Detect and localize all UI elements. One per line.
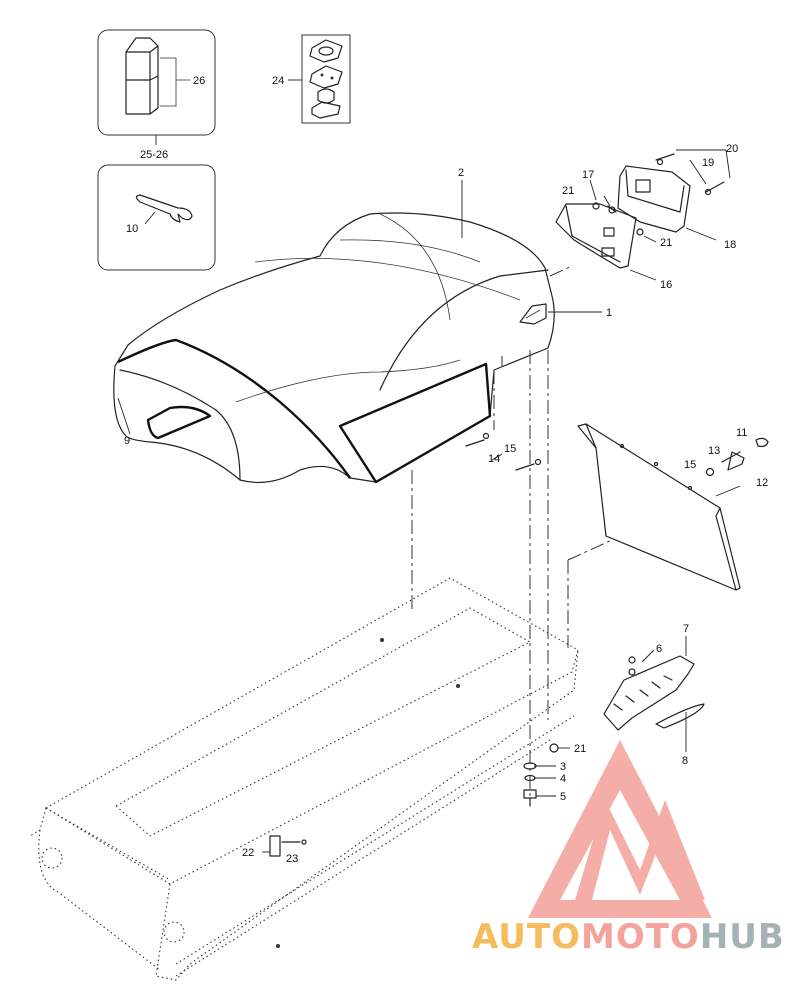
callout-2: 2 [458,167,464,179]
callout-5: 5 [560,791,566,803]
callout-17: 17 [582,169,594,181]
callout-9: 9 [124,435,130,447]
callout-12: 12 [756,477,768,489]
callout-10: 10 [126,223,138,235]
callout-24: 24 [272,75,284,87]
kit-box-26 [97,29,216,145]
callout-21c: 21 [574,743,586,755]
mud-flap [577,423,769,591]
callout-25-26: 25-26 [140,149,168,161]
callout-21b: 21 [660,237,672,249]
callout-14: 14 [488,453,500,465]
kit-box-24 [288,34,351,124]
frame-bracket [269,835,307,857]
callout-15b: 15 [684,459,696,471]
callout-8: 8 [682,755,688,767]
svg-text:AUTOMOTOHUB: AUTOMOTOHUB [472,917,785,957]
callout-26: 26 [193,75,205,87]
watermark-moto: MOTO [581,917,700,957]
watermark-auto: AUTO [472,917,581,957]
callout-1: 1 [606,307,612,319]
watermark-text: AUTOMOTOHUB [472,917,785,957]
callout-6: 6 [656,643,662,655]
callout-20: 20 [726,143,738,155]
kit-box-10 [97,164,216,271]
callout-23: 23 [286,853,298,865]
callout-16: 16 [660,279,672,291]
logo-m-shape [575,800,705,900]
seat [113,212,555,484]
watermark-logo [528,740,712,918]
seat-bolts [465,432,542,471]
hardware-stack [523,743,559,807]
alignment-lines [411,265,613,800]
callout-11: 11 [736,427,747,439]
callout-4: 4 [560,773,566,785]
taillight-assembly [555,153,725,269]
tunnel-frame [29,577,579,981]
callout-labels: 1 2 3 4 5 6 7 8 9 10 11 12 13 14 15 15 1… [124,75,768,865]
callout-7: 7 [683,623,689,635]
callout-3: 3 [560,761,566,773]
callout-22: 22 [242,847,254,859]
leader-lines [117,149,741,853]
side-bracket [603,655,705,731]
callout-13: 13 [708,445,720,457]
watermark-hub: HUB [700,917,785,957]
callout-21a: 21 [562,185,574,197]
callout-19: 19 [702,157,714,169]
callout-18: 18 [724,239,736,251]
callout-15a: 15 [504,443,516,455]
